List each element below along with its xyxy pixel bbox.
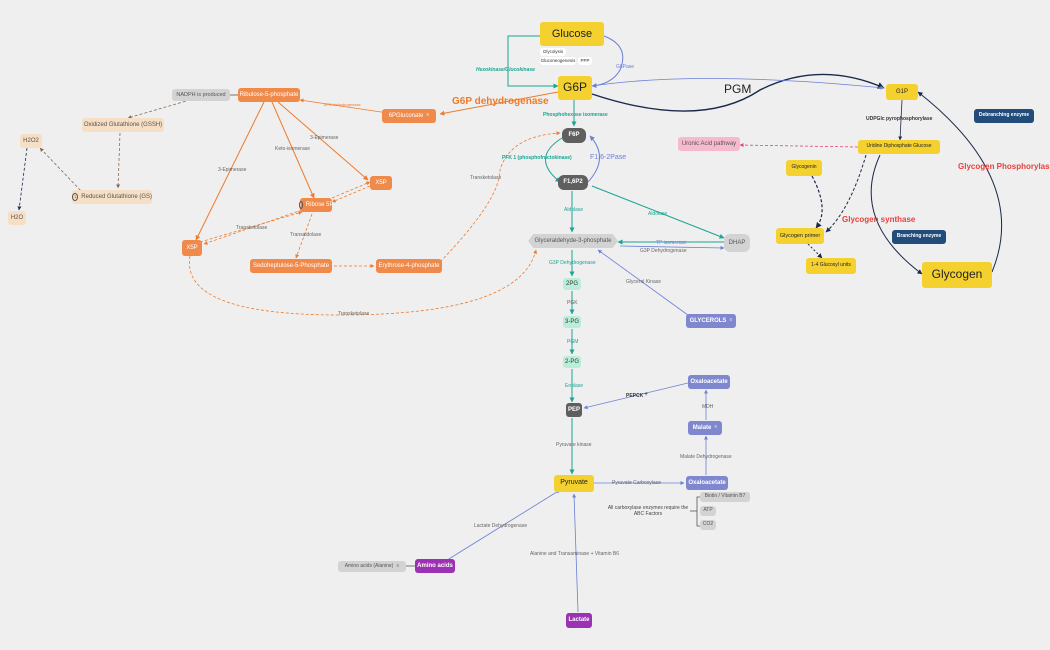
pgm-label: PGM — [724, 82, 752, 96]
pg3-node: 3-PG — [563, 316, 581, 328]
erythrose-node: Erythrose-4-phosphate — [376, 259, 442, 273]
co2-node: CO2 — [700, 520, 716, 530]
malate-label: Malate — [692, 424, 712, 431]
h2o-node: H2O — [8, 211, 26, 225]
lactate-dehydrogenase-label: Lactate Dehydrogenase — [474, 523, 528, 529]
amino-acids-alanine-label: Amino acids (Alanine) — [344, 562, 394, 569]
gs-label: Reduced Glutathione (GS) — [81, 193, 152, 200]
gluconeogenesis-tag: Gluconeogenesis — [540, 57, 576, 65]
transketolase-bottom-label: Transketolase — [338, 311, 370, 317]
note-icon: ≡ — [714, 424, 718, 431]
glycogen-primer-node: Glycogen primer — [776, 228, 824, 244]
udp-pyrophosphorylase-label: UDPGlc pyrophosphorylase — [866, 116, 933, 122]
plus-icon: + — [644, 391, 649, 398]
ribose-5p-label: Ribose 5P — [305, 201, 334, 208]
pgm-lower-label: PGM — [567, 339, 579, 345]
ribulose-5-phosphate-node: Ribulose-5-phosphate — [238, 88, 300, 102]
pep-node: PEP — [566, 403, 582, 417]
alanine-transaminase-label: Alanine and Transaminase + Vitamin B6 — [530, 551, 619, 557]
x5p-right-node: X5P — [370, 176, 392, 190]
mdh-label: MDH — [702, 404, 714, 410]
dhap-node: DHAP — [724, 234, 750, 252]
f16bp-node: F1,6P2 — [558, 175, 588, 190]
g6p-node: G6P — [558, 76, 592, 100]
udp-glucose-node: Uridine Diphosphate Glucose — [858, 140, 940, 154]
6pg-dehydrogenase-label: 6PG dehydrogenase — [324, 102, 361, 107]
epimerase-left-label: 3-Epimerase — [218, 167, 247, 173]
f16-2pase-label: F1,6-2Pase — [590, 154, 627, 161]
pyruvate-kinase-label: Pyruvate kinase — [556, 442, 592, 448]
g6pase-label: G6Pase — [616, 64, 635, 70]
phosphohexose-isomerase-label: Phosphohexose isomerase — [543, 112, 608, 118]
uronic-acid-node: Uronic Acid pathway — [678, 137, 740, 151]
note-icon: ≡ — [729, 317, 733, 324]
epimerase-top-label: 3-Epimerase — [310, 135, 339, 141]
pyruvate-carboxylase-label: Pyruvate Carboxylase — [612, 480, 661, 486]
g3p-dehydrogenase-label: G3P Dehydrogenase — [549, 260, 596, 266]
biotin-node: Biotin / Vitamin B7 — [700, 492, 750, 502]
g3p-node: Glyceraldehyde-3-phosphate — [528, 234, 618, 248]
glycerol-kinase-label: Glycerol Kinase — [626, 279, 662, 285]
ppp-tag: PPP — [578, 57, 592, 65]
glycolysis-tag: Glycolysis — [540, 48, 566, 56]
glycerols-label: GLYCEROLS — [689, 317, 727, 324]
glycogen-phosphorylase-label: Glycogen Phosphorylase — [958, 162, 1050, 171]
glycogenin-node: Glycogenin — [786, 160, 822, 176]
glycogen-synthase-label: Glycogen synthase — [842, 215, 916, 224]
glucosyl-units-node: 1-4 Glucosyl units — [806, 258, 856, 274]
amino-acids-node: Amino acids — [415, 559, 455, 573]
note-icon: ≡ — [396, 562, 400, 569]
tp-isomerase-label: TP isomerase — [656, 240, 687, 246]
glycerols-node: GLYCEROLS≡ — [686, 314, 736, 328]
nadph-node: NADPH is produced — [172, 89, 230, 101]
pepck-label: PEPCK — [626, 393, 644, 399]
6pgluconate-node: 6PGluconate≡ — [382, 109, 436, 123]
debranching-enzyme-node: Debranching enzyme — [974, 109, 1034, 123]
abc-factors-label: All carboxylase enzymes require the ABC … — [607, 505, 689, 517]
pg2-top-node: 2PG — [563, 278, 581, 290]
keto-isomerase-label: Keto-isomerase — [275, 146, 311, 152]
lactate-node: Lactate — [566, 613, 592, 628]
oxaloacetate-top-node: Oxaloacetate — [688, 375, 730, 389]
aldolase-right-label: Aldolase — [648, 211, 668, 217]
malate-dehydrogenase-label: Malate Dehydrogenase — [680, 454, 732, 460]
malate-node: Malate≡ — [688, 421, 722, 435]
pg2-node: 2-PG — [563, 356, 581, 368]
6pgluconate-label: 6PGluconate — [388, 112, 424, 119]
pyruvate-node: Pyruvate — [554, 475, 594, 492]
h2o2-node: H2O2 — [20, 134, 42, 148]
pgk-label: PGK — [567, 300, 578, 306]
gssg-node: Oxidized Glutathione (GSSH) — [82, 118, 164, 132]
hexokinase-label: Hexokinase/Glucokinase — [476, 67, 535, 73]
x5p-left-node: X5P — [182, 240, 202, 256]
transketolase-mid-label: Transketolase — [236, 225, 268, 231]
g1p-node: G1P — [886, 84, 918, 100]
g6p-dehydrogenase-label: G6P dehydrogenase — [452, 96, 549, 107]
transketolase-left-label: Transketolase — [470, 175, 502, 181]
amino-acids-alanine-node: Amino acids (Alanine)≡ — [338, 561, 406, 572]
number-badge-icon: 1 — [72, 193, 79, 201]
glucose-node: Glucose — [540, 22, 604, 46]
atp-node: ATP — [700, 506, 716, 516]
pfk1-label: PFK 1 (phosphofructokinase) — [502, 155, 572, 161]
oxaloacetate-node: Oxaloacetate — [686, 476, 728, 490]
enolase-label: Enolase — [565, 383, 584, 389]
glycogen-node: Glycogen — [922, 262, 992, 288]
note-icon: ≡ — [426, 112, 430, 119]
branching-enzyme-node: Branching enzyme — [892, 230, 946, 244]
transaldolase-label: Transaldolase — [290, 232, 322, 238]
number-badge-icon: 1 — [298, 201, 303, 209]
aldolase-left-label: Aldolase — [564, 207, 584, 213]
g3p-dehydrogenase-right-label: G3P Dehydrogenase — [640, 248, 687, 254]
sedoheptulose-node: Sedoheptulose-5-Phosphate — [250, 259, 332, 273]
f6p-node: F6P — [562, 128, 586, 143]
